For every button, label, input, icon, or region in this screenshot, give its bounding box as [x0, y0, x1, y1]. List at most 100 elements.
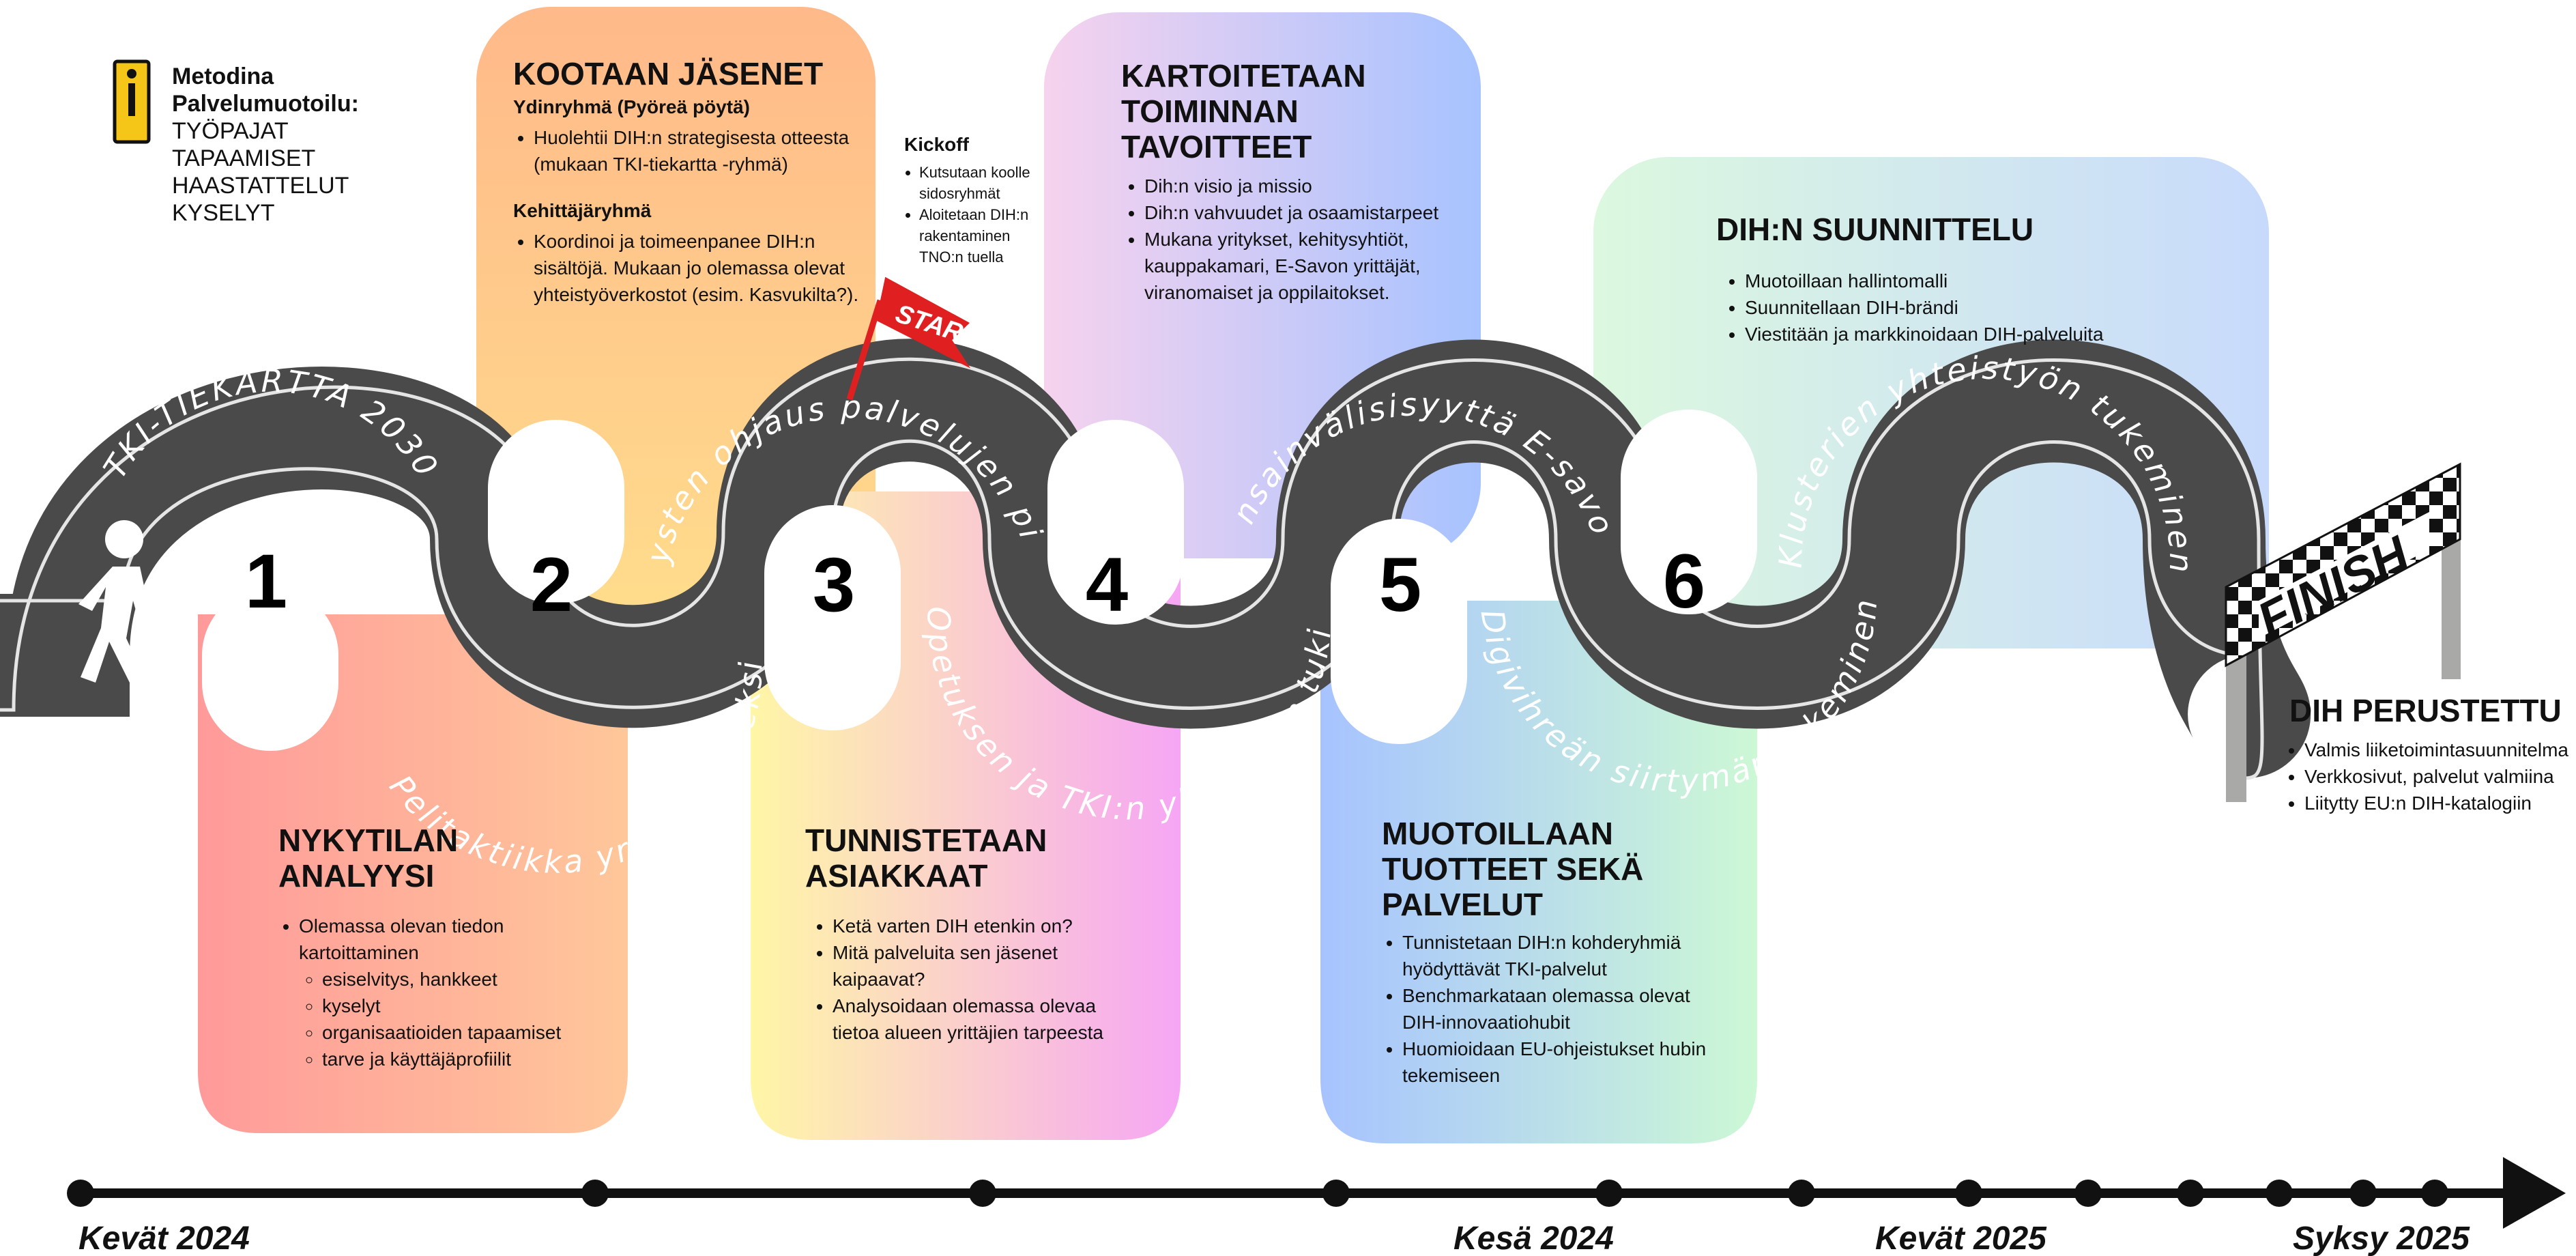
phase-5-title: MUOTOILLAAN TUOTTEET SEKÄ PALVELUT [1382, 816, 1723, 922]
list-item: Benchmarkataan olemassa olevat DIH-innov… [1402, 982, 1723, 1036]
method-item: HAASTATTELUT [172, 173, 349, 199]
phase-2-list-1: Huolehtii DIH:n strategisesta otteesta (… [513, 124, 861, 177]
phase-2-group-2: Kehittäjäryhmä [513, 200, 652, 221]
timeline-dot [2266, 1180, 2293, 1207]
loop-gap-6 [1621, 410, 1757, 614]
loop-gap-5 [1331, 519, 1467, 744]
brand-name: Metodina [172, 63, 274, 89]
phase-1-title: NYKYTILAN ANALYYSI [278, 823, 620, 894]
loop-gap-2 [488, 420, 624, 604]
phase-4-title-line: KARTOITETAAN [1121, 58, 1366, 94]
phase-5-title-line: PALVELUT [1382, 887, 1543, 922]
timeline-dot [2177, 1180, 2204, 1207]
list-item: Koordinoi ja toimeenpanee DIH:n sisältöj… [534, 228, 861, 308]
list-item: Suunnitellaan DIH-brändi [1745, 294, 2194, 321]
phase-4-title: KARTOITETAAN TOIMINNAN TAVOITTEET [1121, 58, 1442, 165]
timeline-date-1: Kevät 2024 [78, 1221, 250, 1256]
phase-2-group-1: Ydinryhmä (Pyöreä pöytä) [513, 96, 750, 117]
list-item: Kutsutaan koolle sidosryhmät [919, 162, 1041, 204]
phase-1-sublist: esiselvitys, hankkeet kyselyt organisaat… [299, 966, 620, 1072]
phase-4-list: Dih:n visio ja missio Dih:n vahvuudet ja… [1121, 173, 1442, 306]
list-item: Ketä varten DIH etenkin on? [833, 913, 1105, 939]
list-item: Analysoidaan olemassa olevaa tietoa alue… [833, 993, 1105, 1046]
phase-1-content: NYKYTILAN ANALYYSI Olemassa olevan tiedo… [278, 823, 620, 1072]
phase-3-title-line: ASIAKKAAT [805, 858, 988, 894]
phase-5-title-line: TUOTTEET SEKÄ [1382, 851, 1644, 887]
timeline-dot [1595, 1180, 1623, 1207]
timeline-dot [581, 1180, 609, 1207]
timeline: Kevät 2024 Kesä 2024 Kevät 2025 Syksy 20… [67, 1157, 2566, 1256]
kickoff-list: Kutsutaan koolle sidosryhmät Aloitetaan … [904, 162, 1041, 268]
timeline-dot [2421, 1180, 2448, 1207]
loop-gap-4 [1047, 420, 1184, 625]
timeline-dot [67, 1180, 94, 1207]
timeline-dot [1788, 1180, 1815, 1207]
phase-1-title-line: ANALYYSI [278, 858, 435, 894]
step-number-2: 2 [530, 542, 573, 627]
phase-3-content: TUNNISTETAAN ASIAKKAAT Ketä varten DIH e… [805, 823, 1105, 1046]
step-number-6: 6 [1663, 539, 1705, 624]
phase-5-title-line: MUOTOILLAAN [1382, 816, 1614, 851]
loop-gap-1 [202, 587, 338, 751]
timeline-date-2: Kesä 2024 [1453, 1221, 1614, 1256]
phase-6-title: DIH:N SUUNNITTELU [1716, 212, 2034, 247]
timeline-dot [1322, 1180, 1350, 1207]
brand-heading: Palvelumuotoilu: [172, 91, 359, 117]
finish-list: Valmis liiketoimintasuunnitelma Verkkosi… [2289, 737, 2569, 816]
phase-3-list: Ketä varten DIH etenkin on? Mitä palvelu… [805, 913, 1105, 1046]
list-item: Liitytty EU:n DIH-katalogiin [2304, 790, 2569, 816]
phase-6-list: Muotoillaan hallintomalli Suunnitellaan … [1716, 268, 2194, 347]
phase-4-title-line: TOIMINNAN [1121, 94, 1299, 129]
timeline-date-3: Kevät 2025 [1875, 1221, 2047, 1256]
kickoff-content: Kickoff Kutsutaan koolle sidosryhmät Alo… [904, 133, 1041, 268]
timeline-dot [2349, 1180, 2377, 1207]
method-item: KYSELYT [172, 200, 275, 226]
list-item: Valmis liiketoimintasuunnitelma [2304, 737, 2569, 763]
list-item: kyselyt [322, 993, 620, 1019]
method-item: TAPAAMISET [172, 145, 316, 171]
list-item: Aloitetaan DIH:n rakentaminen TNO:n tuel… [919, 204, 1041, 268]
step-number-3: 3 [813, 542, 855, 627]
phase-2-list-2: Koordinoi ja toimeenpanee DIH:n sisältöj… [513, 228, 861, 308]
phase-1-title-line: NYKYTILAN [278, 823, 459, 858]
phase-2-content: KOOTAAN JÄSENET Ydinryhmä (Pyöreä pöytä)… [513, 56, 861, 308]
list-item: Huolehtii DIH:n strategisesta otteesta (… [534, 124, 861, 177]
list-item: Huomioidaan EU-ohjeistukset hubin tekemi… [1402, 1036, 1723, 1089]
brand-block: Metodina Palvelumuotoilu: TYÖPAJAT TAPAA… [172, 63, 397, 227]
walking-person-icon [78, 520, 171, 689]
list-item: tarve ja käyttäjäprofiilit [322, 1046, 620, 1072]
road [0, 339, 2311, 780]
list-item: Olemassa olevan tiedon kartoittaminen es… [299, 913, 620, 1072]
step-number-5: 5 [1379, 542, 1421, 627]
timeline-date-4: Syksy 2025 [2293, 1221, 2470, 1256]
timeline-arrow-icon [2503, 1157, 2566, 1229]
list-item: organisaatioiden tapaamiset [322, 1019, 620, 1046]
phase-3-title-line: TUNNISTETAAN [805, 823, 1047, 858]
phase-4-title-line: TAVOITTEET [1121, 129, 1312, 165]
method-item: TYÖPAJAT [172, 118, 289, 144]
timeline-dot [969, 1180, 996, 1207]
timeline-dot [1955, 1180, 1982, 1207]
phase-5-list: Tunnistetaan DIH:n kohderyhmiä hyödyttäv… [1382, 929, 1723, 1089]
phase-6-content: DIH:N SUUNNITTELU Muotoillaan hallintoma… [1716, 212, 2194, 347]
phase-3-title: TUNNISTETAAN ASIAKKAAT [805, 823, 1105, 894]
finish-content: DIH PERUSTETTU Valmis liiketoimintasuunn… [2289, 693, 2569, 816]
list-item: Verkkosivut, palvelut valmiina [2304, 763, 2569, 790]
list-item: Mitä palveluita sen jäsenet kaipaavat? [833, 939, 1105, 993]
metodina-logo-icon [113, 59, 151, 144]
phase-1-list: Olemassa olevan tiedon kartoittaminen es… [278, 913, 620, 1072]
list-item: Tunnistetaan DIH:n kohderyhmiä hyödyttäv… [1402, 929, 1723, 982]
kickoff-title: Kickoff [904, 134, 969, 155]
step-number-4: 4 [1086, 542, 1128, 627]
list-item: Viestitään ja markkinoidaan DIH-palvelui… [1745, 321, 2194, 347]
list-item: Dih:n visio ja missio [1144, 173, 1442, 199]
timeline-dot [2074, 1180, 2102, 1207]
finish-title: DIH PERUSTETTU [2289, 693, 2562, 728]
step-number-1: 1 [245, 539, 287, 624]
list-item: esiselvitys, hankkeet [322, 966, 620, 993]
step-numbers: 1 2 3 4 5 6 [245, 539, 1705, 627]
phase-5-content: MUOTOILLAAN TUOTTEET SEKÄ PALVELUT Tunni… [1382, 816, 1723, 1089]
list-item: Muotoillaan hallintomalli [1745, 268, 2194, 294]
panel-phase-1 [198, 614, 628, 1133]
